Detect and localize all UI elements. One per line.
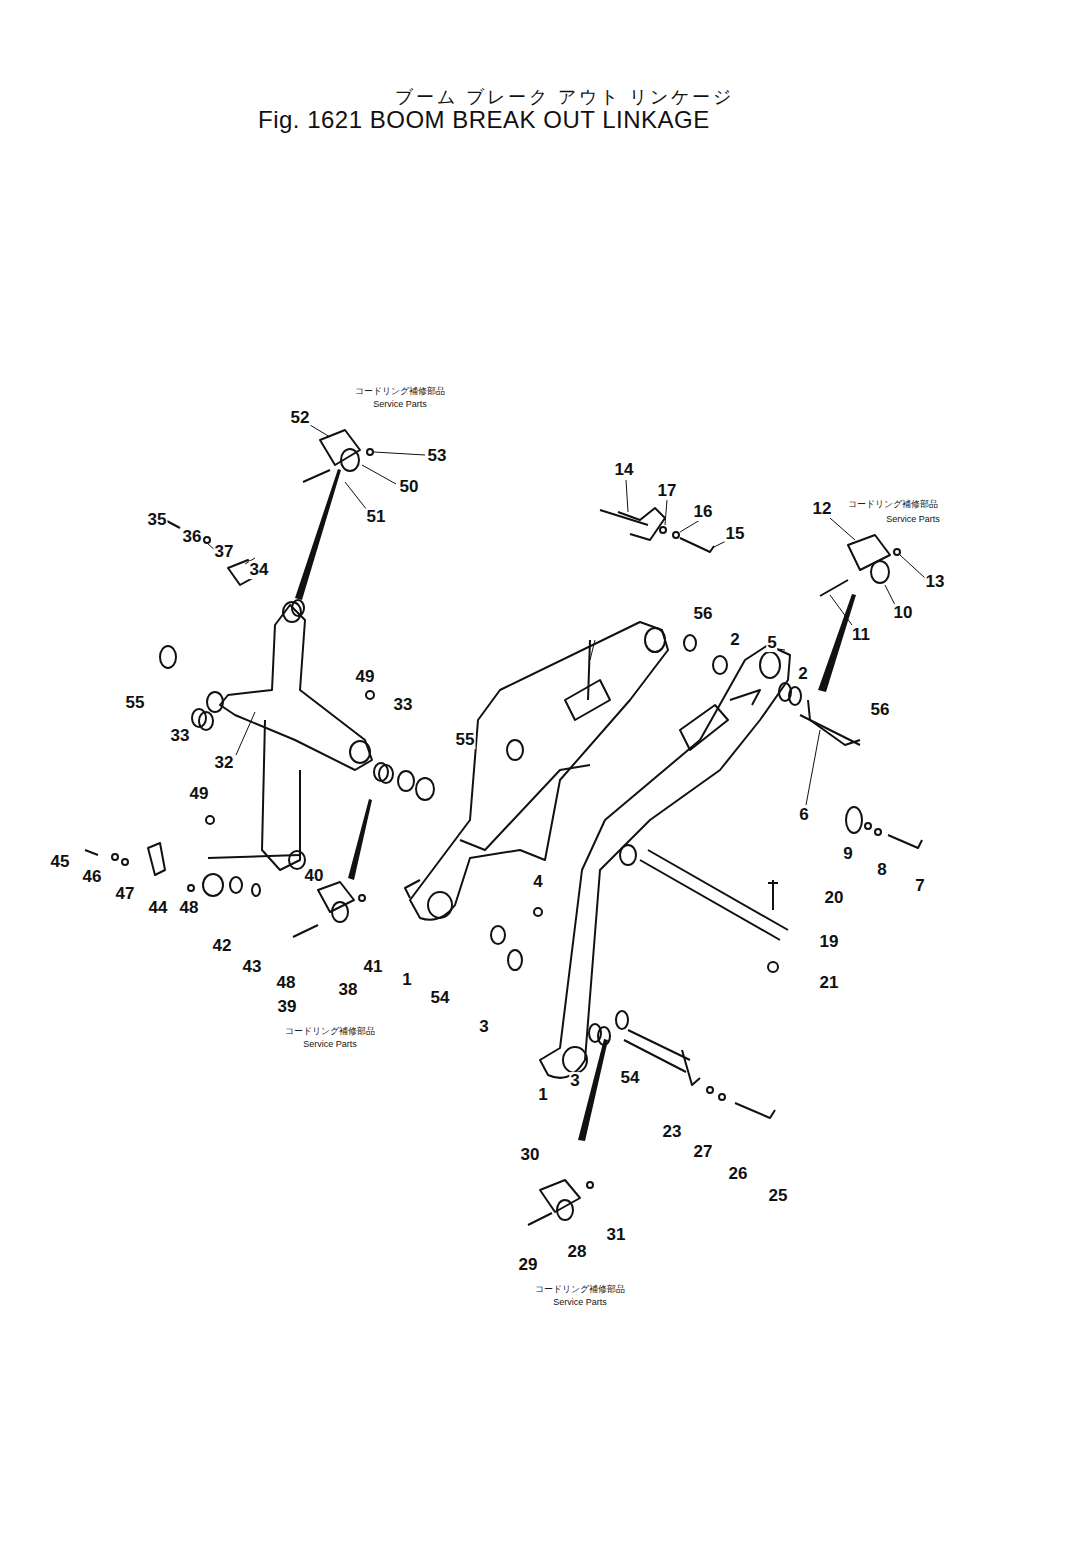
callout-number: 2 (797, 665, 808, 683)
callout-number: 1 (401, 971, 412, 989)
leader-line (162, 425, 925, 805)
callout-number: 44 (148, 899, 169, 917)
callout-number: 45 (50, 853, 71, 871)
callout-number: 25 (768, 1187, 789, 1205)
callout-number: 21 (819, 974, 840, 992)
callout-number: 29 (518, 1256, 539, 1274)
callout-number: 47 (115, 885, 136, 903)
callout-number: 3 (569, 1072, 580, 1090)
service-note: Service Parts (552, 1298, 608, 1307)
callout-number: 56 (693, 605, 714, 623)
service-note: コードリング補修部品 (354, 387, 446, 396)
callout-number: 19 (819, 933, 840, 951)
callout-number: 2 (729, 631, 740, 649)
boom-arm (410, 622, 668, 920)
callout-number: 34 (249, 561, 270, 579)
service-note: Service Parts (885, 515, 941, 524)
boom-arm (540, 645, 790, 1078)
callout-number: 23 (662, 1123, 683, 1141)
service-note: Service Parts (302, 1040, 358, 1049)
callout-number: 33 (393, 696, 414, 714)
callout-number: 48 (179, 899, 200, 917)
callout-number: 30 (520, 1146, 541, 1164)
crank-lever (220, 605, 372, 770)
callout-number: 55 (455, 731, 476, 749)
callout-number: 54 (430, 989, 451, 1007)
service-note: コードリング補修部品 (847, 500, 939, 509)
callout-number: 46 (82, 868, 103, 886)
callout-number: 10 (893, 604, 914, 622)
callout-number: 39 (277, 998, 298, 1016)
callout-number: 14 (614, 461, 635, 479)
callout-number: 32 (214, 754, 235, 772)
figure-title: Fig. 1621 BOOM BREAK OUT LINKAGE (258, 106, 710, 134)
callout-number: 8 (876, 861, 887, 879)
callout-number: 38 (338, 981, 359, 999)
callout-number: 9 (842, 845, 853, 863)
japanese-title: ブーム ブレーク アウト リンケージ (394, 88, 735, 107)
callout-number: 54 (620, 1069, 641, 1087)
callout-number: 52 (290, 409, 311, 427)
callout-number: 50 (399, 478, 420, 496)
callout-number: 41 (363, 958, 384, 976)
callout-number: 56 (870, 701, 891, 719)
callout-number: 37 (214, 543, 235, 561)
callout-number: 55 (125, 694, 146, 712)
callout-number: 17 (657, 482, 678, 500)
service-note: Service Parts (372, 400, 428, 409)
callout-number: 51 (366, 508, 387, 526)
callout-number: 33 (170, 727, 191, 745)
callout-number: 35 (147, 511, 168, 529)
callout-number: 20 (824, 889, 845, 907)
callout-number: 40 (304, 867, 325, 885)
callout-number: 43 (242, 958, 263, 976)
callout-number: 53 (427, 447, 448, 465)
callout-number: 3 (478, 1018, 489, 1036)
callout-number: 7 (914, 877, 925, 895)
callout-number: 12 (812, 500, 833, 518)
callout-number: 49 (355, 668, 376, 686)
callout-number: 27 (693, 1143, 714, 1161)
callout-number: 28 (567, 1243, 588, 1261)
callout-number: 48 (276, 974, 297, 992)
callout-number: 49 (189, 785, 210, 803)
callout-number: 13 (925, 573, 946, 591)
callout-number: 11 (851, 626, 871, 644)
callout-number: 42 (212, 937, 233, 955)
callout-number: 36 (182, 528, 203, 546)
callout-number: 16 (693, 503, 714, 521)
service-note: コードリング補修部品 (534, 1285, 626, 1294)
callout-number: 1 (537, 1086, 548, 1104)
callout-number: 5 (766, 634, 777, 652)
callout-number: 6 (798, 806, 809, 824)
service-note: コードリング補修部品 (284, 1027, 376, 1036)
callout-number: 15 (725, 525, 746, 543)
callout-number: 4 (532, 873, 543, 891)
callout-number: 26 (728, 1165, 749, 1183)
callout-number: 31 (606, 1226, 627, 1244)
